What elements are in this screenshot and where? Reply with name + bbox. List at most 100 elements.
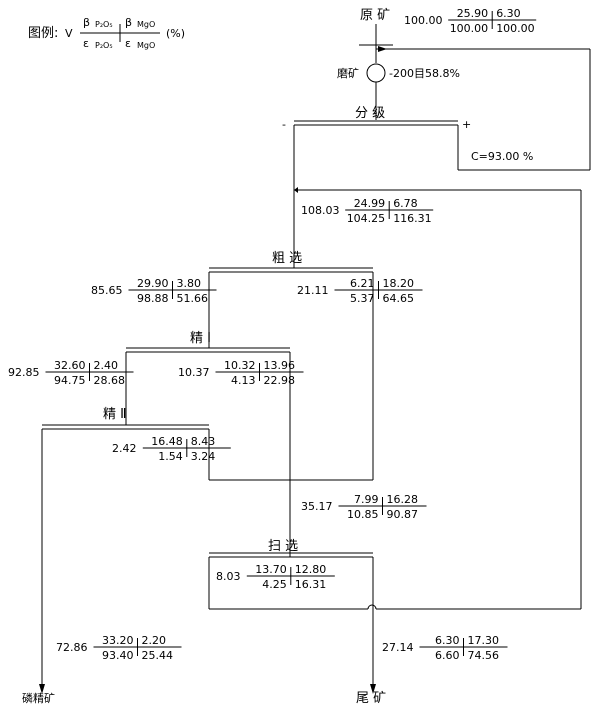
cleaner1-label: 精 Ⅰ (190, 331, 211, 346)
grade-p2o5: 10.32 (224, 359, 256, 372)
grade-p2o5: 24.99 (354, 197, 386, 210)
grinding-label: 磨矿 (337, 67, 359, 80)
yield-value: 85.65 (91, 284, 123, 297)
grade-mgo: 12.80 (295, 563, 327, 576)
legend-top-right-sub: MgO (137, 20, 155, 29)
recovery-p2o5: 10.85 (347, 508, 379, 521)
classifier-minus: - (282, 118, 286, 131)
recovery-p2o5: 6.60 (435, 649, 460, 662)
yield-value: 92.85 (8, 366, 40, 379)
legend-v: V (65, 27, 73, 40)
recovery-mgo: 74.56 (468, 649, 500, 662)
recovery-mgo: 64.65 (383, 292, 415, 305)
classifier-plus: + (462, 118, 471, 131)
grade-mgo: 6.78 (393, 197, 418, 210)
legend-bot-left-sub: P₂O₅ (95, 41, 113, 50)
grade-p2o5: 16.48 (151, 435, 183, 448)
grade-p2o5: 13.70 (255, 563, 287, 576)
recovery-mgo: 3.24 (191, 450, 216, 463)
data-block-scav-conc: 8.03 13.70 12.80 4.25 16.31 (216, 563, 335, 591)
legend-label: 图例: (28, 26, 58, 41)
recovery-p2o5: 5.37 (350, 292, 375, 305)
grinding-mill (366, 63, 386, 83)
data-block-cleaner1-tail: 10.37 10.32 13.96 4.13 22.98 (178, 359, 304, 387)
grinding-spec: -200目58.8% (389, 67, 460, 80)
yield-value: 27.14 (382, 641, 414, 654)
scav-return-arrow (294, 187, 298, 193)
crossover-hop (367, 604, 377, 610)
recovery-p2o5: 93.40 (102, 649, 134, 662)
recovery-mgo: 16.31 (295, 578, 327, 591)
recovery-mgo: 25.44 (142, 649, 174, 662)
grade-p2o5: 7.99 (354, 493, 379, 506)
grade-mgo: 3.80 (177, 277, 202, 290)
legend-top-left: β (83, 16, 90, 29)
data-blocks: 100.00 25.90 6.30 100.00 100.00 108.03 24.99 6.… (8, 7, 537, 662)
data-block-feed: 108.03 24.99 6.78 104.25 116.31 (301, 197, 434, 225)
concentrate-label: 磷精矿 (22, 692, 55, 705)
grade-p2o5: 33.20 (102, 634, 134, 647)
grade-mgo: 2.20 (142, 634, 167, 647)
recovery-mgo: 116.31 (393, 212, 432, 225)
classifier-circulating: C=93.00 % (471, 150, 533, 163)
data-block-final-tail: 27.14 6.30 17.30 6.60 74.56 (382, 634, 508, 662)
data-block-scav-feed: 35.17 7.99 16.28 10.85 90.87 (301, 493, 427, 521)
grade-mgo: 2.40 (94, 359, 119, 372)
legend-top-left-sub: P₂O₅ (95, 20, 113, 29)
legend-bot-right-sub: MgO (137, 41, 155, 50)
data-block-cleaner1-conc: 92.85 32.60 2.40 94.75 28.68 (8, 359, 134, 387)
grade-mgo: 6.30 (496, 7, 521, 20)
grade-p2o5: 6.30 (435, 634, 460, 647)
recovery-p2o5: 98.88 (137, 292, 169, 305)
recovery-p2o5: 100.00 (450, 22, 489, 35)
grade-mgo: 16.28 (387, 493, 419, 506)
raw-ore-label: 原 矿 (360, 8, 390, 23)
flow-lines (39, 24, 591, 694)
yield-value: 10.37 (178, 366, 210, 379)
legend-unit: (%) (166, 27, 185, 40)
legend: 图例: V β P₂O₅ β MgO ε P₂O₅ ε MgO (%) (28, 16, 185, 50)
legend-bot-right: ε (125, 37, 131, 50)
classifying-label: 分 级 (355, 106, 385, 121)
recovery-p2o5: 1.54 (158, 450, 183, 463)
recovery-mgo: 100.00 (496, 22, 535, 35)
grade-p2o5: 25.90 (457, 7, 489, 20)
grade-mgo: 17.30 (468, 634, 500, 647)
data-block-cleaner2-tail: 2.42 16.48 8.43 1.54 3.24 (112, 435, 231, 463)
yield-value: 100.00 (404, 14, 443, 27)
recovery-p2o5: 94.75 (54, 374, 86, 387)
data-block-raw: 100.00 25.90 6.30 100.00 100.00 (404, 7, 537, 35)
grade-mgo: 8.43 (191, 435, 216, 448)
data-block-final-conc: 72.86 33.20 2.20 93.40 25.44 (56, 634, 182, 662)
recovery-mgo: 22.98 (264, 374, 296, 387)
legend-top-right: β (125, 16, 132, 29)
tailings-label: 尾 矿 (356, 691, 386, 706)
yield-value: 21.11 (297, 284, 329, 297)
concentrate-arrow (39, 684, 45, 694)
yield-value: 8.03 (216, 570, 241, 583)
yield-value: 72.86 (56, 641, 88, 654)
recovery-mgo: 28.68 (94, 374, 126, 387)
recovery-p2o5: 4.13 (231, 374, 256, 387)
recovery-p2o5: 104.25 (347, 212, 386, 225)
return-arrow (378, 46, 387, 52)
grade-mgo: 18.20 (383, 277, 415, 290)
yield-value: 35.17 (301, 500, 333, 513)
recovery-p2o5: 4.25 (262, 578, 287, 591)
scavenger-label: 扫 选 (268, 539, 298, 554)
recovery-mgo: 51.66 (177, 292, 209, 305)
yield-value: 2.42 (112, 442, 137, 455)
recovery-mgo: 90.87 (387, 508, 419, 521)
data-block-rougher-conc: 85.65 29.90 3.80 98.88 51.66 (91, 277, 217, 305)
grade-mgo: 13.96 (264, 359, 296, 372)
tailings-arrow (370, 684, 376, 694)
legend-bot-left: ε (83, 37, 89, 50)
grade-p2o5: 29.90 (137, 277, 169, 290)
rougher-label: 粗 选 (272, 251, 302, 266)
cleaner2-label: 精 Ⅱ (103, 407, 127, 422)
yield-value: 108.03 (301, 204, 340, 217)
grade-p2o5: 32.60 (54, 359, 86, 372)
